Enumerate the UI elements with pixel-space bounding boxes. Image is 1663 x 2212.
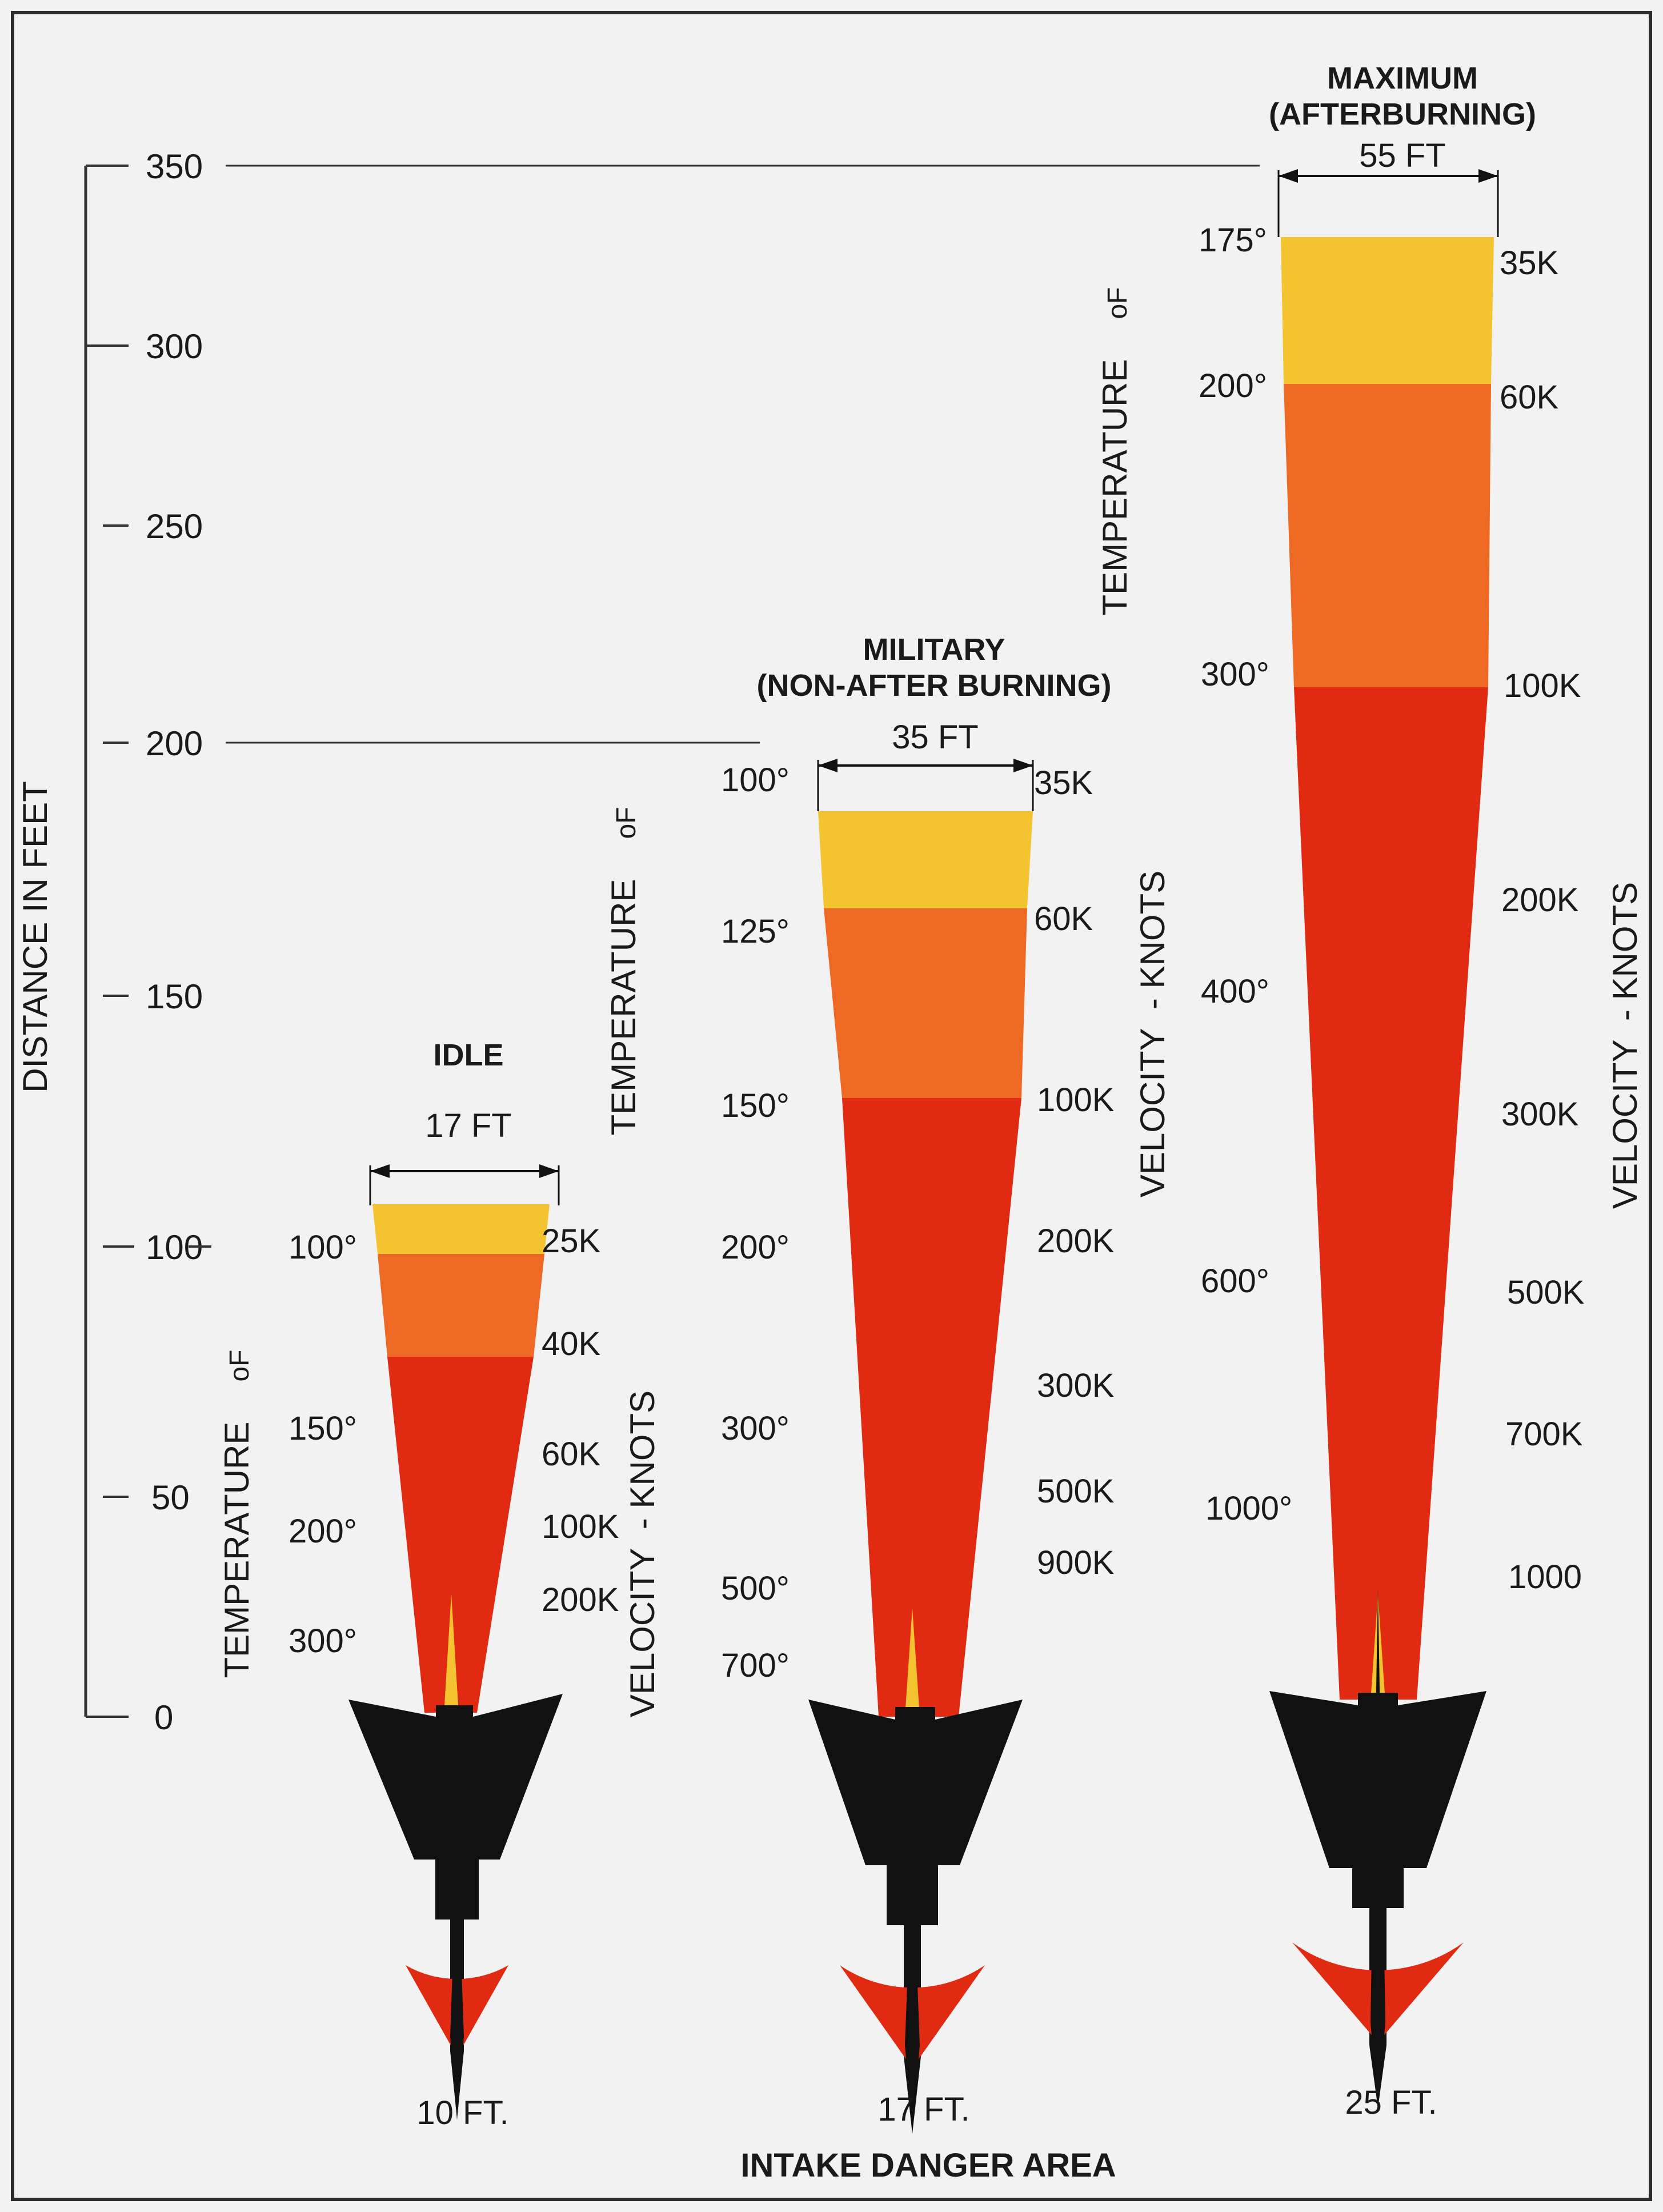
plume-yellow-zone <box>372 1204 550 1254</box>
aircraft-silhouette <box>808 1700 1023 2134</box>
width-dimension <box>817 759 1034 811</box>
temperature-value: 150° <box>288 1410 357 1447</box>
svg-text:TEMPERATUREoF: TEMPERATURE oF <box>1096 287 1134 616</box>
tick-label: 300 <box>146 327 203 366</box>
velocity-value: 300K <box>1501 1096 1579 1133</box>
velocity-value: 100K <box>1504 667 1581 704</box>
temperature-axis-label: TEMPERATURE <box>1096 359 1134 616</box>
exhaust-plume <box>372 1204 550 1713</box>
temperature-value: 125° <box>721 913 790 950</box>
temperature-unit: oF <box>611 807 642 839</box>
velocity-value: 100K <box>1037 1081 1115 1119</box>
velocity-value: 500K <box>1507 1274 1585 1311</box>
velocity-axis-label: VELOCITY - KNOTS <box>1133 871 1172 1197</box>
tick-label: 150 <box>146 977 203 1016</box>
temperature-value: 500° <box>721 1570 790 1607</box>
intake-distance-label: 17 FT. <box>877 2091 969 2128</box>
temperature-value: 175° <box>1199 222 1267 259</box>
temperature-value: 200° <box>721 1229 790 1266</box>
width-dimension <box>1277 169 1499 237</box>
width-label: 35 FT <box>892 719 979 756</box>
temperature-unit: oF <box>225 1350 255 1382</box>
footer-title: INTAKE DANGER AREA <box>740 2147 1116 2184</box>
intake-distance-label: 10 FT. <box>416 2094 508 2131</box>
velocity-axis-label: VELOCITY - KNOTS <box>623 1390 662 1717</box>
svg-text:TEMPERATUREoF: TEMPERATURE oF <box>604 807 643 1136</box>
temperature-value: 100° <box>288 1229 357 1266</box>
temperature-value: 300° <box>721 1410 790 1447</box>
plume-orange-zone <box>824 908 1027 1098</box>
width-dimension <box>369 1164 560 1205</box>
frame <box>11 11 1652 2201</box>
tick-label: 50 <box>151 1478 190 1517</box>
velocity-value: 100K <box>542 1508 619 1545</box>
plume-orange-zone <box>378 1254 544 1357</box>
velocity-value: 200K <box>542 1581 619 1618</box>
temperature-unit: oF <box>1103 287 1133 319</box>
temperature-value: 400° <box>1201 973 1269 1010</box>
plume-orange-zone <box>1284 384 1491 687</box>
velocity-value: 300K <box>1037 1367 1115 1404</box>
afterglow-flame <box>905 1608 919 1708</box>
tick-label: 0 <box>154 1698 173 1737</box>
tick-label: 350 <box>146 147 203 186</box>
velocity-value: 200K <box>1037 1223 1115 1260</box>
velocity-value: 700K <box>1505 1416 1583 1453</box>
temperature-value: 200° <box>288 1513 357 1550</box>
temperature-value: 700° <box>721 1647 790 1684</box>
panel-maximum: MAXIMUM (AFTERBURNING) 55 FT 175° 200° 3… <box>1199 61 1644 2121</box>
temperature-value: 1000° <box>1205 1490 1292 1527</box>
plume-yellow-zone <box>818 811 1033 908</box>
width-label: 55 FT <box>1359 137 1446 174</box>
svg-text:TEMPERATUREoF: TEMPERATURE oF <box>218 1350 256 1678</box>
aircraft-nose <box>905 1848 920 2134</box>
velocity-value: 900K <box>1037 1544 1115 1581</box>
intake-distance-label: 25 FT. <box>1345 2084 1437 2121</box>
distance-axis: 350 300 250 200 150 100 50 0 DISTANCE IN… <box>16 147 203 1737</box>
afterglow-flame <box>444 1594 458 1705</box>
panel-title: MAXIMUM <box>1327 61 1478 95</box>
velocity-value: 500K <box>1037 1473 1115 1510</box>
velocity-value: 60K <box>542 1436 601 1473</box>
velocity-value: 35K <box>1034 764 1093 802</box>
plume-red-zone <box>842 1098 1021 1717</box>
temperature-axis-label: TEMPERATURE <box>218 1422 256 1678</box>
velocity-value: 35K <box>1500 245 1559 282</box>
velocity-value: 60K <box>1500 379 1559 416</box>
panel-title: IDLE <box>433 1038 503 1072</box>
aircraft-nose <box>450 1842 464 2119</box>
exhaust-plume <box>1281 237 1494 1700</box>
velocity-value: 1000 <box>1508 1558 1582 1596</box>
plume-red-zone <box>1294 687 1488 1700</box>
tick-label: 200 <box>146 724 203 763</box>
velocity-value: 40K <box>542 1325 601 1363</box>
velocity-value: 60K <box>1034 900 1093 937</box>
width-label: 17 FT <box>425 1107 512 1144</box>
temperature-value: 100° <box>721 762 790 799</box>
temperature-axis-label: TEMPERATURE <box>604 879 643 1136</box>
velocity-axis-label: VELOCITY - KNOTS <box>1606 882 1644 1209</box>
axis-title: DISTANCE IN FEET <box>16 781 54 1093</box>
temperature-value: 600° <box>1201 1263 1269 1300</box>
panel-military: MILITARY (NON-AFTER BURNING) 35 FT 100° … <box>721 287 1172 2134</box>
aircraft-nose <box>1371 1588 1385 2108</box>
panel-idle: IDLE 17 FT 100° 150° 200° 300° 25K 40K 6… <box>218 807 662 2131</box>
plume-red-zone <box>387 1357 534 1713</box>
exhaust-plume <box>818 811 1033 1717</box>
plume-yellow-zone <box>1281 237 1494 384</box>
temperature-value: 200° <box>1199 367 1267 404</box>
panel-title: MILITARY <box>863 632 1005 667</box>
panel-subtitle: (NON-AFTER BURNING) <box>757 668 1112 703</box>
velocity-value: 25K <box>542 1223 601 1260</box>
tick-label: 250 <box>146 507 203 546</box>
temperature-value: 150° <box>721 1087 790 1124</box>
temperature-value: 300° <box>288 1622 357 1660</box>
temperature-value: 300° <box>1201 656 1269 693</box>
velocity-value: 200K <box>1501 881 1579 919</box>
panel-subtitle: (AFTERBURNING) <box>1269 97 1536 131</box>
